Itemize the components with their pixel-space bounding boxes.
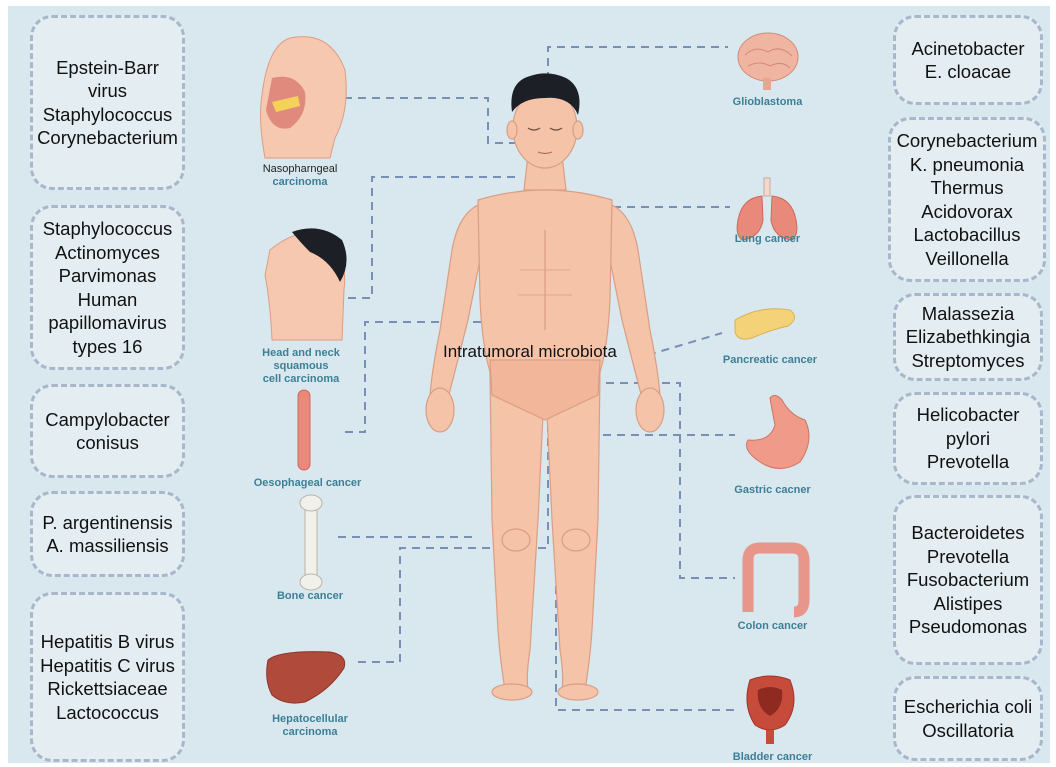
bladder-illustration (747, 676, 794, 744)
right-microbe-box-4: Helicobacter pylori Prevotella (893, 392, 1043, 485)
label-hepatocellular-carcinoma: Hepatocellular carcinoma (245, 713, 375, 739)
left-microbe-box-3: Campylobacter conisus (30, 384, 185, 478)
brain-illustration (738, 33, 798, 90)
bone-illustration (300, 495, 322, 590)
right-microbe-box-5: Bacteroidetes Prevotella Fusobacterium A… (893, 495, 1043, 665)
right-microbe-box-1: Acinetobacter E. cloacae (893, 15, 1043, 105)
label-oesophageal-cancer: Oesophageal cancer (230, 477, 385, 490)
label-pancreatic-cancer: Pancreatic cancer (700, 354, 840, 367)
human-body-illustration (426, 73, 664, 700)
center-title: Intratumoral microbiota (443, 342, 617, 362)
left-microbe-box-2: Staphylococcus Actinomyces Parvimonas Hu… (30, 205, 185, 370)
label-nasopharyngeal-carcinoma: Nasopharngeal carcinoma (240, 163, 360, 189)
liver-illustration (267, 652, 345, 703)
label-head-neck-carcinoma: Head and neck squamous cell carcinoma (238, 347, 364, 386)
label-bladder-cancer: Bladder cancer (720, 751, 825, 764)
left-microbe-box-4: P. argentinensis A. massiliensis (30, 491, 185, 577)
label-gastric-cancer: Gastric cacner (710, 484, 835, 497)
right-microbe-box-6: Escherichia coli Oscillatoria (893, 676, 1043, 761)
label-bone-cancer: Bone cancer (250, 590, 370, 603)
lungs-illustration (737, 178, 797, 240)
nasopharynx-illustration (261, 37, 347, 158)
stomach-illustration (747, 395, 810, 468)
label-colon-cancer: Colon cancer (715, 620, 830, 633)
label-glioblastoma: Glioblastoma (715, 96, 820, 109)
colon-illustration (748, 548, 804, 612)
oesophagus-illustration (298, 390, 310, 470)
label-lung-cancer: Lung cancer (715, 233, 820, 246)
left-microbe-box-1: Epstein-Barr virus Staphylococcus Coryne… (30, 15, 185, 190)
right-microbe-box-3: Malassezia Elizabethkingia Streptomyces (893, 293, 1043, 381)
head-neck-illustration (265, 228, 347, 340)
pancreas-illustration (735, 309, 795, 339)
right-microbe-box-2: Corynebacterium K. pneumonia Thermus Aci… (888, 117, 1046, 282)
label-nasopharyngeal-line2: carcinoma (240, 176, 360, 189)
left-microbe-box-5: Hepatitis B virus Hepatitis C virus Rick… (30, 592, 185, 762)
label-nasopharyngeal-line1: Nasopharngeal (240, 163, 360, 176)
